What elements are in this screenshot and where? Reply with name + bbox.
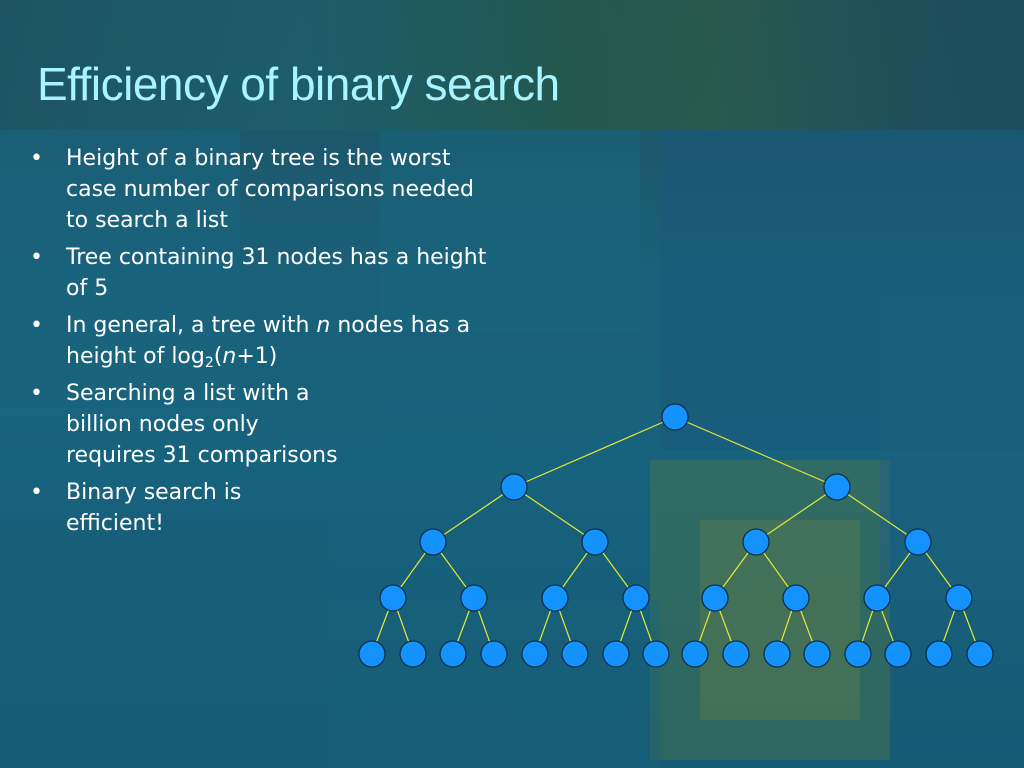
bullet-marker: • [30, 146, 43, 171]
tree-leaf-node [803, 640, 831, 668]
tree-edge [513, 416, 676, 488]
tree-edge [836, 486, 919, 543]
tree-leaf-node [722, 640, 750, 668]
tree-node [541, 584, 569, 612]
bullet-text: Tree containing 31 nodes has a height of… [66, 245, 487, 301]
tree-node [945, 584, 973, 612]
tree-node [419, 528, 447, 556]
tree-nodes [358, 403, 994, 668]
tree-leaf-node [844, 640, 872, 668]
tree-node [782, 584, 810, 612]
tree-node [863, 584, 891, 612]
bullet-text: Height of a binary tree is the worst cas… [66, 146, 475, 233]
bullet-marker: • [30, 313, 43, 338]
tree-leaf-node [358, 640, 386, 668]
tree-leaf-node [439, 640, 467, 668]
bullet-item: • In general, a tree with n nodes has a … [30, 310, 500, 372]
bullet-item: • Binary search is efficient! [30, 477, 346, 539]
tree-edge [432, 486, 515, 543]
tree-node [701, 584, 729, 612]
tree-edge [755, 486, 838, 543]
tree-leaf-node [561, 640, 589, 668]
tree-edges [371, 416, 981, 655]
tree-node [379, 584, 407, 612]
tree-edge [674, 416, 838, 488]
tree-node [581, 528, 609, 556]
bullet-item: • Searching a list with a billion nodes … [30, 378, 346, 471]
tree-node [460, 584, 488, 612]
bullet-text: Binary search is efficient! [66, 480, 242, 536]
bullet-marker: • [30, 480, 43, 505]
bullet-item: • Height of a binary tree is the worst c… [30, 143, 500, 236]
tree-leaf-node [521, 640, 549, 668]
tree-leaf-node [763, 640, 791, 668]
tree-node [742, 528, 770, 556]
tree-leaf-node [602, 640, 630, 668]
tree-leaf-node [884, 640, 912, 668]
bullet-text: Searching a list with a billion nodes on… [66, 381, 338, 468]
tree-node [823, 473, 851, 501]
tree-leaf-node [925, 640, 953, 668]
tree-leaf-node [642, 640, 670, 668]
tree-node [622, 584, 650, 612]
bullet-list: • Height of a binary tree is the worst c… [30, 143, 500, 545]
tree-leaf-node [966, 640, 994, 668]
tree-node [500, 473, 528, 501]
tree-node [904, 528, 932, 556]
bullet-marker: • [30, 381, 43, 406]
tree-leaf-node [399, 640, 427, 668]
bullet-marker: • [30, 245, 43, 270]
tree-leaf-node [681, 640, 709, 668]
bullet-text: In general, a tree with n nodes has a he… [66, 313, 471, 371]
tree-root-node [661, 403, 689, 431]
bullet-item: • Tree containing 31 nodes has a height … [30, 242, 500, 304]
tree-leaf-node [480, 640, 508, 668]
tree-edge [513, 486, 596, 543]
slide-title: Efficiency of binary search [37, 58, 560, 110]
